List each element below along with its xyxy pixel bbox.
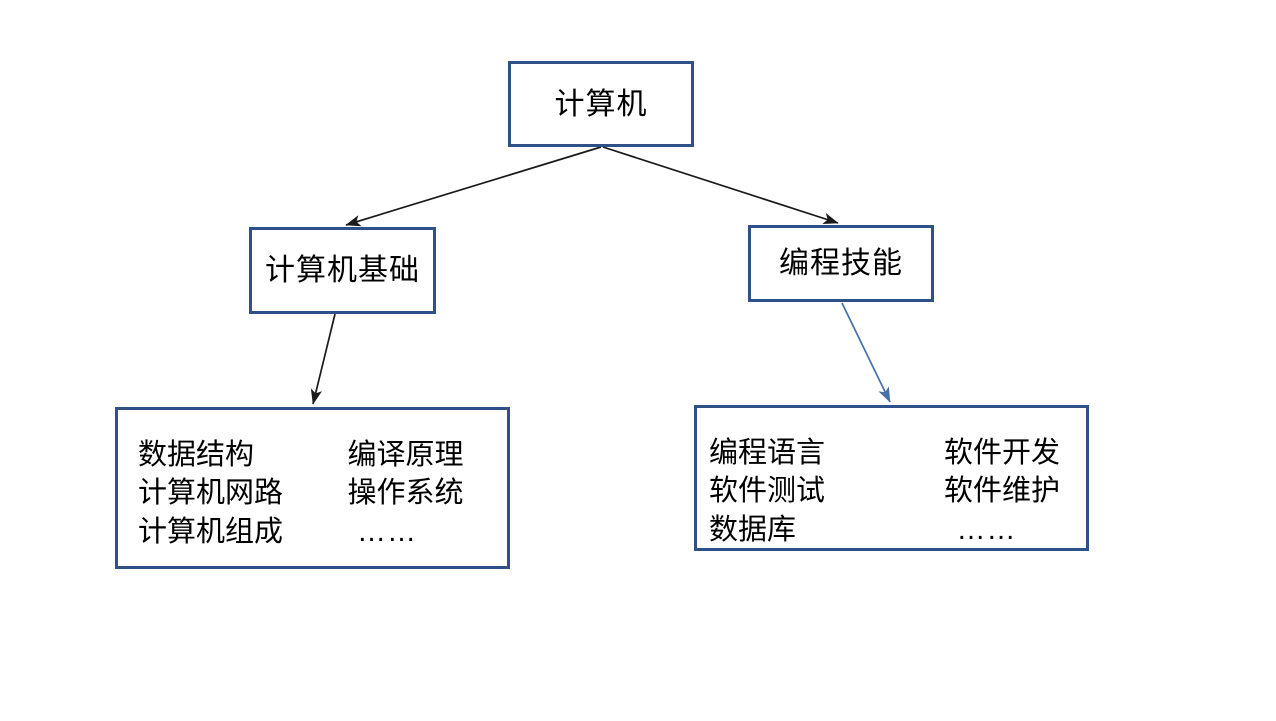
topic-cell: 软件测试 (709, 475, 826, 508)
fundamentals-topic-rows: 数据结构 编译原理 计算机网路 操作系统 计算机组成 …… (118, 436, 507, 551)
node-root-label: 计算机 (554, 87, 648, 121)
list-row: 编程语言 软件开发 (697, 434, 1086, 472)
node-computer-fundamentals[interactable]: 计算机基础 (249, 227, 436, 314)
node-programming-skills[interactable]: 编程技能 (748, 225, 934, 302)
topic-cell: 软件开发 (944, 437, 1061, 469)
topic-cell: 操作系统 (347, 477, 464, 510)
topic-cell-ellipsis: …… (356, 515, 417, 548)
topic-cell: 数据库 (709, 513, 797, 546)
edge-fundamentals-to-list (310, 313, 336, 405)
list-row: 计算机网路 操作系统 (118, 474, 507, 512)
list-row: 数据结构 编译原理 (118, 436, 507, 474)
node-programming-topics[interactable]: 编程语言 软件开发 软件测试 软件维护 数据库 …… (694, 405, 1089, 551)
edge-root-to-fundamentals (345, 146, 602, 227)
node-fundamentals-label: 计算机基础 (265, 254, 420, 287)
node-programming-label: 编程技能 (779, 247, 903, 280)
node-fundamentals-topics[interactable]: 数据结构 编译原理 计算机网路 操作系统 计算机组成 …… (115, 407, 510, 569)
list-row: 计算机组成 …… (118, 513, 507, 551)
topic-cell: 软件维护 (944, 475, 1061, 508)
list-row: 数据库 …… (697, 511, 1086, 549)
edge-programming-to-list (841, 302, 891, 403)
programming-topic-rows: 编程语言 软件开发 软件测试 软件维护 数据库 …… (697, 434, 1086, 549)
edge-root-to-programming (602, 146, 839, 225)
topic-cell: 计算机组成 (138, 515, 284, 548)
list-row: 软件测试 软件维护 (697, 472, 1086, 510)
topic-cell: 编程语言 (709, 437, 826, 469)
topic-cell-ellipsis: …… (956, 513, 1017, 546)
topic-cell: 计算机网路 (138, 477, 284, 510)
node-computer-root[interactable]: 计算机 (508, 61, 694, 147)
topic-cell: 编译原理 (347, 439, 464, 471)
topic-cell: 数据结构 (138, 439, 255, 471)
